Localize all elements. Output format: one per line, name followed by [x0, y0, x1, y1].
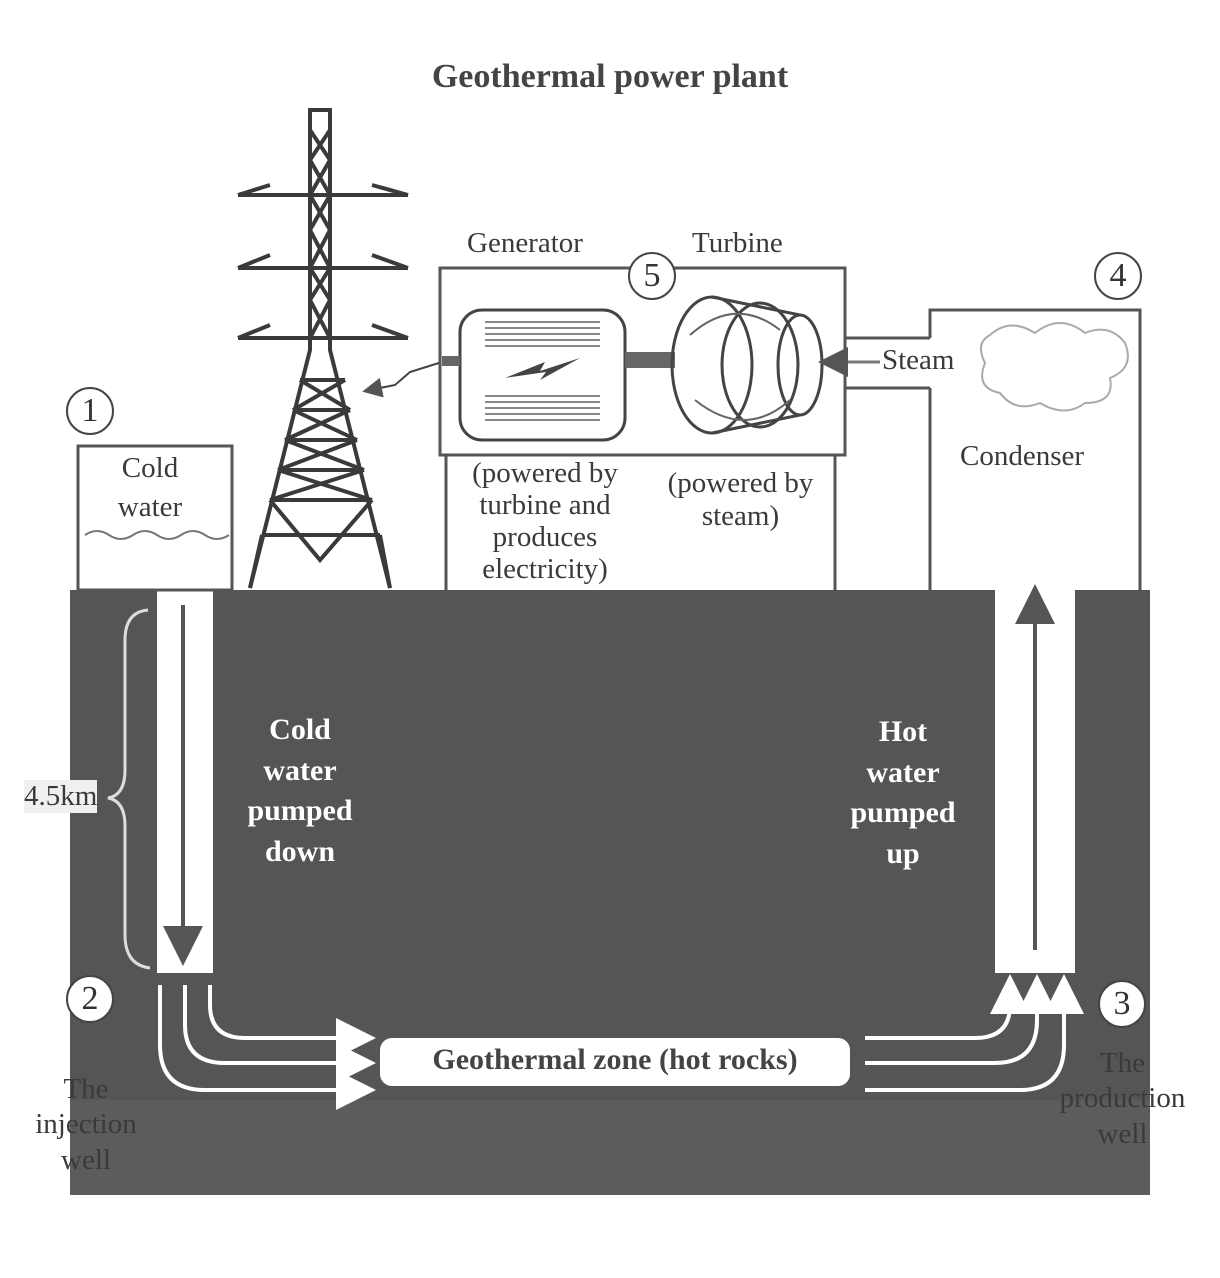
shaft	[625, 352, 675, 368]
generator-desc-line-1: (powered by	[472, 457, 618, 489]
cold-pumped-line-3: pumped	[247, 794, 353, 827]
generator-desc-line-4: electricity)	[482, 552, 608, 585]
injection-well-line-2: injection	[35, 1108, 137, 1141]
turbine-desc-line-2: steam)	[701, 500, 780, 533]
step-number-4: 4	[1094, 252, 1142, 300]
production-well-line-1: The	[1099, 1047, 1146, 1079]
flow-lines-right	[865, 974, 1084, 1092]
geothermal-zone-label: Geothermal zone (hot rocks)	[432, 1043, 798, 1076]
generator-description: (powered by turbine and produces electri…	[450, 457, 640, 586]
flow-lines-left	[158, 985, 376, 1110]
injection-well-label: The injection well	[16, 1072, 156, 1178]
step-number-1: 1	[66, 387, 114, 435]
production-well-line-3: well	[1097, 1117, 1148, 1150]
steam-pipe	[845, 336, 930, 390]
power-cable	[362, 361, 443, 398]
steam-cloud	[980, 322, 1129, 412]
generator-desc-line-2: turbine and	[479, 488, 611, 521]
generator-desc-line-3: produces	[492, 520, 598, 553]
hot-pumped-label: Hot water pumped up	[828, 712, 978, 874]
cold-pumped-line-2: water	[263, 753, 337, 787]
condenser-label: Condenser	[960, 440, 1085, 472]
cold-water-tank-line-2: water	[117, 491, 183, 524]
step-number-5: 5	[628, 252, 676, 300]
steam-label: Steam	[882, 344, 955, 378]
hot-pumped-line-4: up	[886, 836, 920, 870]
plant-lower-box	[444, 455, 837, 590]
cold-water-tank	[76, 444, 234, 592]
step-number-3: 3	[1098, 980, 1146, 1028]
turbine-arrows	[689, 312, 791, 421]
shaft-left	[442, 356, 460, 366]
cold-pumped-label: Cold water pumped down	[225, 710, 375, 872]
geothermal-zone-box	[380, 1038, 850, 1086]
cold-water-tank-line-1: Cold	[121, 452, 179, 484]
cold-pumped-line-1: Cold	[269, 713, 331, 746]
injection-well-line-1: The	[63, 1073, 109, 1105]
hot-pumped-line-2: water	[866, 755, 940, 789]
generator-label: Generator	[467, 227, 583, 259]
lightning-icon	[505, 358, 580, 380]
injection-well-line-3: well	[61, 1143, 111, 1176]
turbine-description: (powered by steam)	[648, 467, 833, 534]
depth-brace	[107, 608, 151, 970]
depth-label: 4.5km	[24, 780, 98, 814]
cold-pumped-line-4: down	[264, 834, 336, 868]
production-well-line-2: production	[1059, 1082, 1186, 1115]
turbine-desc-line-1: (powered by	[667, 467, 814, 499]
pylon	[237, 108, 409, 589]
generator-stripes	[485, 321, 600, 421]
diagram-title: Geothermal power plant	[431, 58, 789, 95]
production-well-label: The production well	[1040, 1046, 1205, 1152]
turbine-label: Turbine	[692, 227, 783, 259]
hot-pumped-line-1: Hot	[878, 715, 928, 748]
water-surface	[84, 530, 230, 540]
step-number-2: 2	[66, 975, 114, 1023]
cold-water-tank-label: Cold water	[90, 452, 210, 525]
hot-pumped-line-3: pumped	[850, 796, 956, 829]
